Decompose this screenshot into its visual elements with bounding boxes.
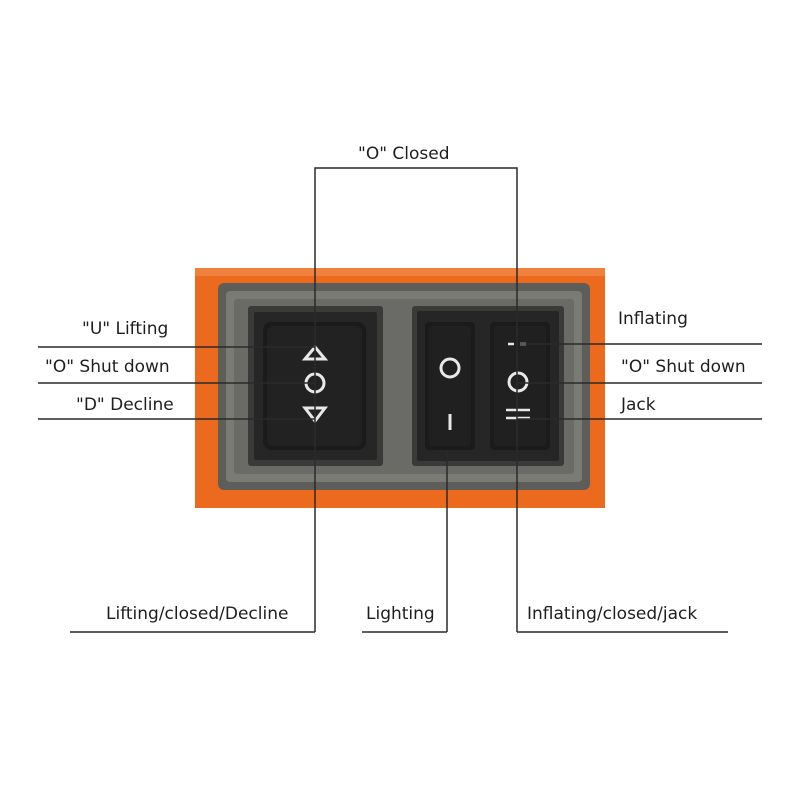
circle-icon xyxy=(507,371,529,393)
dc-symbol-icon xyxy=(506,408,530,420)
label-inflating: Inflating xyxy=(618,309,688,329)
label-inflating-closed-jack: Inflating/closed/jack xyxy=(527,604,698,624)
label-lifting-closed-decline: Lifting/closed/Decline xyxy=(106,604,289,624)
label-lifting: "U" Lifting xyxy=(82,319,169,339)
power-off-icon xyxy=(439,357,461,379)
leader-lines xyxy=(38,167,762,633)
label-lighting: Lighting xyxy=(366,604,435,624)
label-decline: "D" Decline xyxy=(76,395,174,415)
label-closed: "O" Closed xyxy=(358,144,450,164)
label-jack: Jack xyxy=(621,395,656,415)
label-shutdown-right: "O" Shut down xyxy=(621,357,746,377)
label-shutdown-left: "O" Shut down xyxy=(45,357,170,377)
